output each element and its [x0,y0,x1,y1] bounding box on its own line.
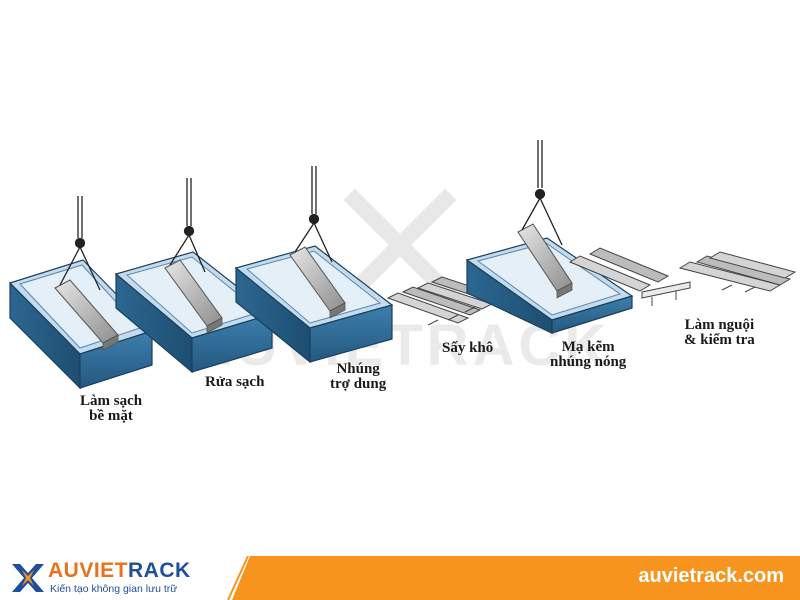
label-hot-dip-galvanizing: Mạ kẽm nhúng nóng [550,340,626,370]
auvietrack-logo-icon [12,564,44,592]
crane-hook-1 [59,196,101,291]
label-hot-dip-galvanizing-line2: nhúng nóng [550,354,627,370]
cooling-inspection-beams [678,251,797,293]
label-cooling-inspection-line2: & kiểm tra [684,332,755,348]
steel-beam-1 [54,279,119,351]
label-rinsing-line1: Rửa sạch [205,374,265,390]
label-surface-cleaning-line1: Làm sạch [80,393,143,409]
label-surface-cleaning: Làm sạch bề mặt [80,394,142,424]
brand-name: AUVIETRACK [48,559,191,583]
label-cooling-inspection: Làm nguội & kiểm tra [684,318,755,348]
label-rinsing: Rửa sạch [205,375,264,390]
website-link[interactable]: auvietrack.com [638,565,784,587]
brand-name-part2: RACK [128,559,191,582]
label-surface-cleaning-line2: bề mặt [89,408,133,424]
footer-orange-panel: auvietrack.com [232,556,800,600]
galvanized-beams-on-rack [568,247,691,306]
label-cooling-inspection-line1: Làm nguội [684,317,755,333]
brand-name-part1: AUVIET [48,559,129,582]
watermark-logo [343,188,457,302]
footer-banner: AUVIETRACK Kiến tạo không gian lưu trữ a… [0,556,800,600]
label-flux-dipping-line1: Nhúng [336,361,380,377]
label-drying-line1: Sấy khô [442,340,494,356]
brand-tagline: Kiến tạo không gian lưu trữ [50,583,178,595]
label-hot-dip-galvanizing-line1: Mạ kẽm [561,339,615,355]
label-drying: Sấy khô [442,341,493,356]
steel-beam-4 [517,223,573,299]
label-flux-dipping: Nhúng trợ dung [330,362,386,392]
steel-beam-2 [164,259,223,334]
crane-hook-2 [169,178,206,273]
label-flux-dipping-line2: trợ dung [330,376,387,392]
crane-hook-4 [521,140,563,246]
crane-hook-3 [294,166,333,263]
steel-beam-3 [289,246,346,319]
